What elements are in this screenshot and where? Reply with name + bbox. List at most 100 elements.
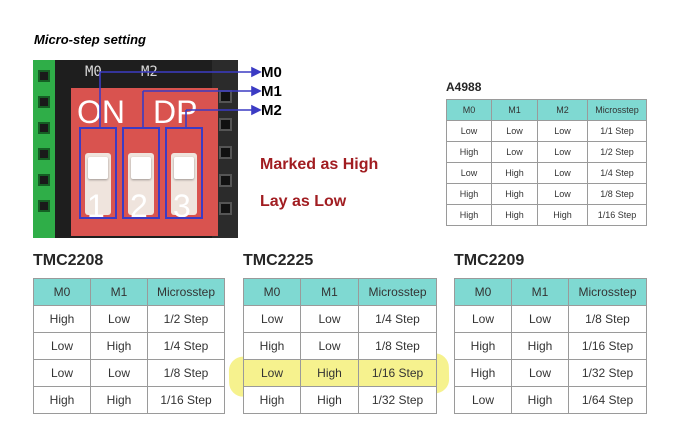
table-cell: High	[243, 332, 301, 360]
tmc2225-title: TMC2225	[243, 252, 314, 269]
a4988-table: M0 M1 M2 Microsstep Low Low Low 1/1 Step…	[446, 99, 647, 226]
table-cell: 1/32 Step	[568, 359, 647, 387]
table-cell: Low	[243, 305, 301, 333]
table-cell: High	[446, 183, 492, 205]
a4988-title: A4988	[446, 80, 482, 94]
table-cell: High	[90, 386, 148, 414]
table-cell: High	[243, 386, 301, 414]
table-row: Low High Low 1/4 Step	[446, 162, 647, 184]
table-row: Low Low 1/4 Step	[243, 305, 437, 333]
pcb-pin	[38, 174, 50, 186]
table-cell: 1/16 Step	[587, 204, 647, 226]
table-row: High Low 1/32 Step	[454, 359, 647, 387]
column-header: M1	[90, 278, 148, 306]
leader-arrow-m1	[251, 85, 262, 97]
pin-label-m1: M1	[261, 83, 282, 100]
table-cell: High	[511, 332, 569, 360]
table-cell: 1/4 Step	[147, 332, 225, 360]
column-header: Microsstep	[587, 99, 647, 121]
pcb-pin	[219, 118, 232, 131]
table-cell: 1/8 Step	[587, 183, 647, 205]
table-cell: Low	[300, 305, 359, 333]
pcb-pin	[38, 70, 50, 82]
table-cell: Low	[446, 120, 492, 142]
table-row: High Low Low 1/2 Step	[446, 141, 647, 163]
tmc2208-title: TMC2208	[33, 252, 104, 269]
table-cell: Low	[537, 162, 588, 184]
pcb-pin	[219, 90, 232, 103]
table-row: High Low 1/8 Step	[243, 332, 437, 360]
table-cell: Low	[491, 120, 538, 142]
column-header: M0	[454, 278, 512, 306]
table-cell: High	[90, 332, 148, 360]
table-cell: Low	[300, 332, 359, 360]
tmc2225-table: M0 M1 Microsstep Low Low 1/4 Step High L…	[243, 278, 437, 414]
switch-dp-label: DP	[153, 94, 198, 130]
switch-slot-3	[171, 153, 197, 215]
table-cell: High	[491, 162, 538, 184]
table-cell: High	[511, 386, 569, 414]
table-cell: Low	[454, 386, 512, 414]
table-cell: Low	[491, 141, 538, 163]
table-cell: 1/2 Step	[147, 305, 225, 333]
column-header: M0	[33, 278, 91, 306]
table-header-row: M0 M1 M2 Microsstep	[446, 99, 647, 121]
switch-slot-1	[85, 153, 111, 215]
table-cell: 1/4 Step	[358, 305, 437, 333]
table-cell: Low	[90, 359, 148, 387]
switch-on-label: ON	[77, 94, 125, 130]
tmc2209-table: M0 M1 Microsstep Low Low 1/8 Step High H…	[454, 278, 647, 414]
leader-arrow-m0	[251, 66, 262, 78]
table-cell: 1/16 Step	[147, 386, 225, 414]
dip-switch-body: ON DP 1 2 3	[71, 88, 218, 236]
note-marked-high: Marked as High	[260, 156, 379, 173]
table-cell: 1/16 Step	[358, 359, 437, 387]
table-cell: Low	[511, 359, 569, 387]
column-header: Microsstep	[568, 278, 647, 306]
pcb-pin	[38, 122, 50, 134]
page-title: Micro-step setting	[34, 32, 146, 47]
pcb-pin	[38, 148, 50, 160]
table-cell: 1/8 Step	[358, 332, 437, 360]
switch-number-1: 1	[87, 188, 105, 224]
switch-number-2: 2	[130, 188, 148, 224]
silkscreen-m2: M2	[141, 64, 158, 80]
table-row: High High 1/32 Step	[243, 386, 437, 414]
table-cell: High	[300, 386, 359, 414]
table-cell: 1/2 Step	[587, 141, 647, 163]
table-header-row: M0 M1 Microsstep	[454, 278, 647, 306]
table-cell: Low	[454, 305, 512, 333]
switch-2-outline	[122, 127, 160, 219]
table-row: High High High 1/16 Step	[446, 204, 647, 226]
table-cell: 1/4 Step	[587, 162, 647, 184]
tmc2209-title: TMC2209	[454, 252, 525, 269]
table-cell: Low	[537, 120, 588, 142]
column-header: M1	[511, 278, 569, 306]
pcb-pin	[219, 202, 232, 215]
column-header: M0	[446, 99, 492, 121]
table-row: High High 1/16 Step	[454, 332, 647, 360]
pcb-pin	[38, 96, 50, 108]
column-header: M1	[491, 99, 538, 121]
pin-label-m2: M2	[261, 102, 282, 119]
table-cell: Low	[511, 305, 569, 333]
pcb-pin	[219, 174, 232, 187]
table-cell: Low	[537, 141, 588, 163]
column-header: Microsstep	[358, 278, 437, 306]
table-cell: Low	[446, 162, 492, 184]
table-header-row: M0 M1 Microsstep	[243, 278, 437, 306]
table-cell: High	[491, 204, 538, 226]
tmc2208-table: M0 M1 Microsstep High Low 1/2 Step Low H…	[33, 278, 225, 414]
switch-number-3: 3	[173, 188, 191, 224]
table-cell: 1/32 Step	[358, 386, 437, 414]
table-row-highlighted: Low High 1/16 Step	[243, 359, 437, 387]
table-cell: High	[454, 332, 512, 360]
pin-label-m0: M0	[261, 64, 282, 81]
table-cell: Low	[537, 183, 588, 205]
leader-arrow-m2	[251, 104, 262, 116]
table-cell: High	[537, 204, 588, 226]
pcb-pin	[219, 146, 232, 159]
table-row: Low Low Low 1/1 Step	[446, 120, 647, 142]
pcb-connector-strip	[33, 60, 55, 238]
switch-knob-3	[174, 157, 194, 179]
